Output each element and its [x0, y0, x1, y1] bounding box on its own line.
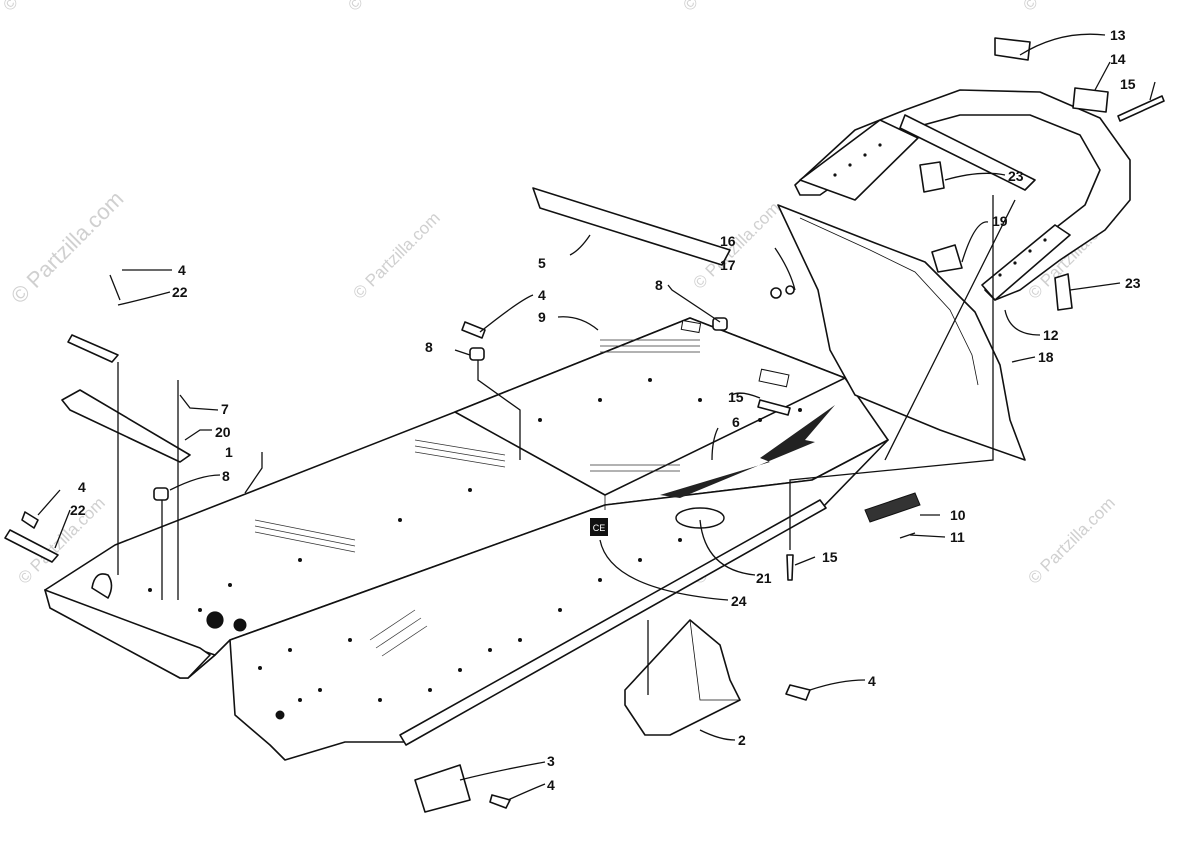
leader-lines [37, 33, 1156, 801]
bumper-left-step [799, 119, 919, 201]
watermark-tile: © Partzilla.com [1019, 0, 1113, 15]
plate-3 [414, 764, 471, 813]
callout-15: 15 [728, 389, 744, 405]
bracket-22-top [67, 334, 119, 363]
watermark-main: © Partzilla.com [6, 186, 129, 309]
callout-22: 22 [70, 502, 86, 518]
ce-decal-text: CE [593, 523, 606, 533]
callout-5: 5 [538, 255, 546, 271]
callout-8: 8 [222, 468, 230, 484]
callout-13: 13 [1110, 27, 1126, 43]
bumper-crossbar [899, 114, 1036, 191]
callout-17: 17 [720, 257, 736, 273]
hardware-parts [4, 37, 1165, 813]
bracket-20 [61, 389, 191, 463]
cap-8-top [712, 317, 728, 331]
callout-4: 4 [78, 479, 86, 495]
strip-5 [532, 187, 731, 266]
bracket-2 [624, 619, 741, 736]
callout-22: 22 [172, 284, 188, 300]
callout-3: 3 [547, 753, 555, 769]
logo-badge [675, 507, 725, 529]
rivet-4-mid [461, 321, 486, 339]
rivet-holes [148, 378, 802, 720]
bolt-15-top [1117, 95, 1165, 122]
cap-8-mid [469, 347, 485, 361]
tunnel-hook [91, 573, 113, 599]
cap-8-left [153, 487, 169, 501]
rivet-4-bottomright [785, 684, 811, 701]
rear-flap [777, 204, 1026, 461]
callout-15: 15 [822, 549, 838, 565]
tunnel-left-flange [44, 589, 211, 679]
callout-8: 8 [655, 277, 663, 293]
nut-16 [770, 287, 782, 299]
callout-4: 4 [538, 287, 546, 303]
callout-4: 4 [178, 262, 186, 278]
reflector-10 [864, 492, 921, 523]
bolt-15-bottom [786, 554, 794, 581]
callout-20: 20 [215, 424, 231, 440]
callout-6: 6 [732, 414, 740, 430]
bumper-right-step [981, 224, 1071, 301]
callout-18: 18 [1038, 349, 1054, 365]
washer-17 [785, 285, 795, 295]
clip-23-upper [919, 161, 945, 193]
callout-8: 8 [425, 339, 433, 355]
callout-11: 11 [950, 529, 965, 545]
rear-bumper-assembly [794, 89, 1131, 301]
callout-16: 16 [720, 233, 736, 249]
clip-19 [931, 244, 963, 273]
callout-4: 4 [547, 777, 555, 793]
step-holes [833, 143, 1047, 277]
bolt-15-mid [757, 399, 791, 416]
callout-12: 12 [1043, 327, 1059, 343]
watermark-tile: © Partzilla.com [349, 208, 443, 302]
clip-23-lower [1054, 273, 1073, 311]
plate-slot [758, 368, 790, 388]
callout-labels: 1 2 3 4 4 4 4 4 5 6 7 8 8 8 9 10 11 12 1… [70, 27, 1141, 793]
callout-23: 23 [1125, 275, 1141, 291]
callout-1: 1 [225, 444, 233, 460]
callout-10: 10 [950, 507, 966, 523]
watermark-tile: © Partzilla.com [344, 0, 438, 15]
callout-4: 4 [868, 673, 876, 689]
rivet-4-left [21, 511, 39, 529]
callout-2: 2 [738, 732, 746, 748]
callout-19: 19 [992, 213, 1008, 229]
rivet-4-bottom [489, 794, 511, 809]
callout-21: 21 [756, 570, 772, 586]
tunnel-assembly: CE [44, 317, 889, 761]
callout-14: 14 [1110, 51, 1126, 67]
screw-11 [899, 532, 916, 539]
callout-15: 15 [1120, 76, 1136, 92]
callout-24: 24 [731, 593, 747, 609]
watermark-tile: © Partzilla.com [1024, 493, 1118, 587]
rear-flap-assembly [777, 204, 1026, 461]
plate-slot [680, 319, 702, 334]
callout-23: 23 [1008, 168, 1024, 184]
callout-9: 9 [538, 309, 546, 325]
watermark-tile: © Partzilla.com [0, 0, 94, 15]
watermark-tile: © Partzilla.com [679, 0, 773, 15]
bracket-22-left [4, 529, 59, 563]
decal-14 [1072, 87, 1109, 113]
ce-decal [590, 518, 608, 536]
hatch-marks [254, 339, 700, 657]
decal-13 [994, 37, 1031, 61]
callout-7: 7 [221, 401, 229, 417]
